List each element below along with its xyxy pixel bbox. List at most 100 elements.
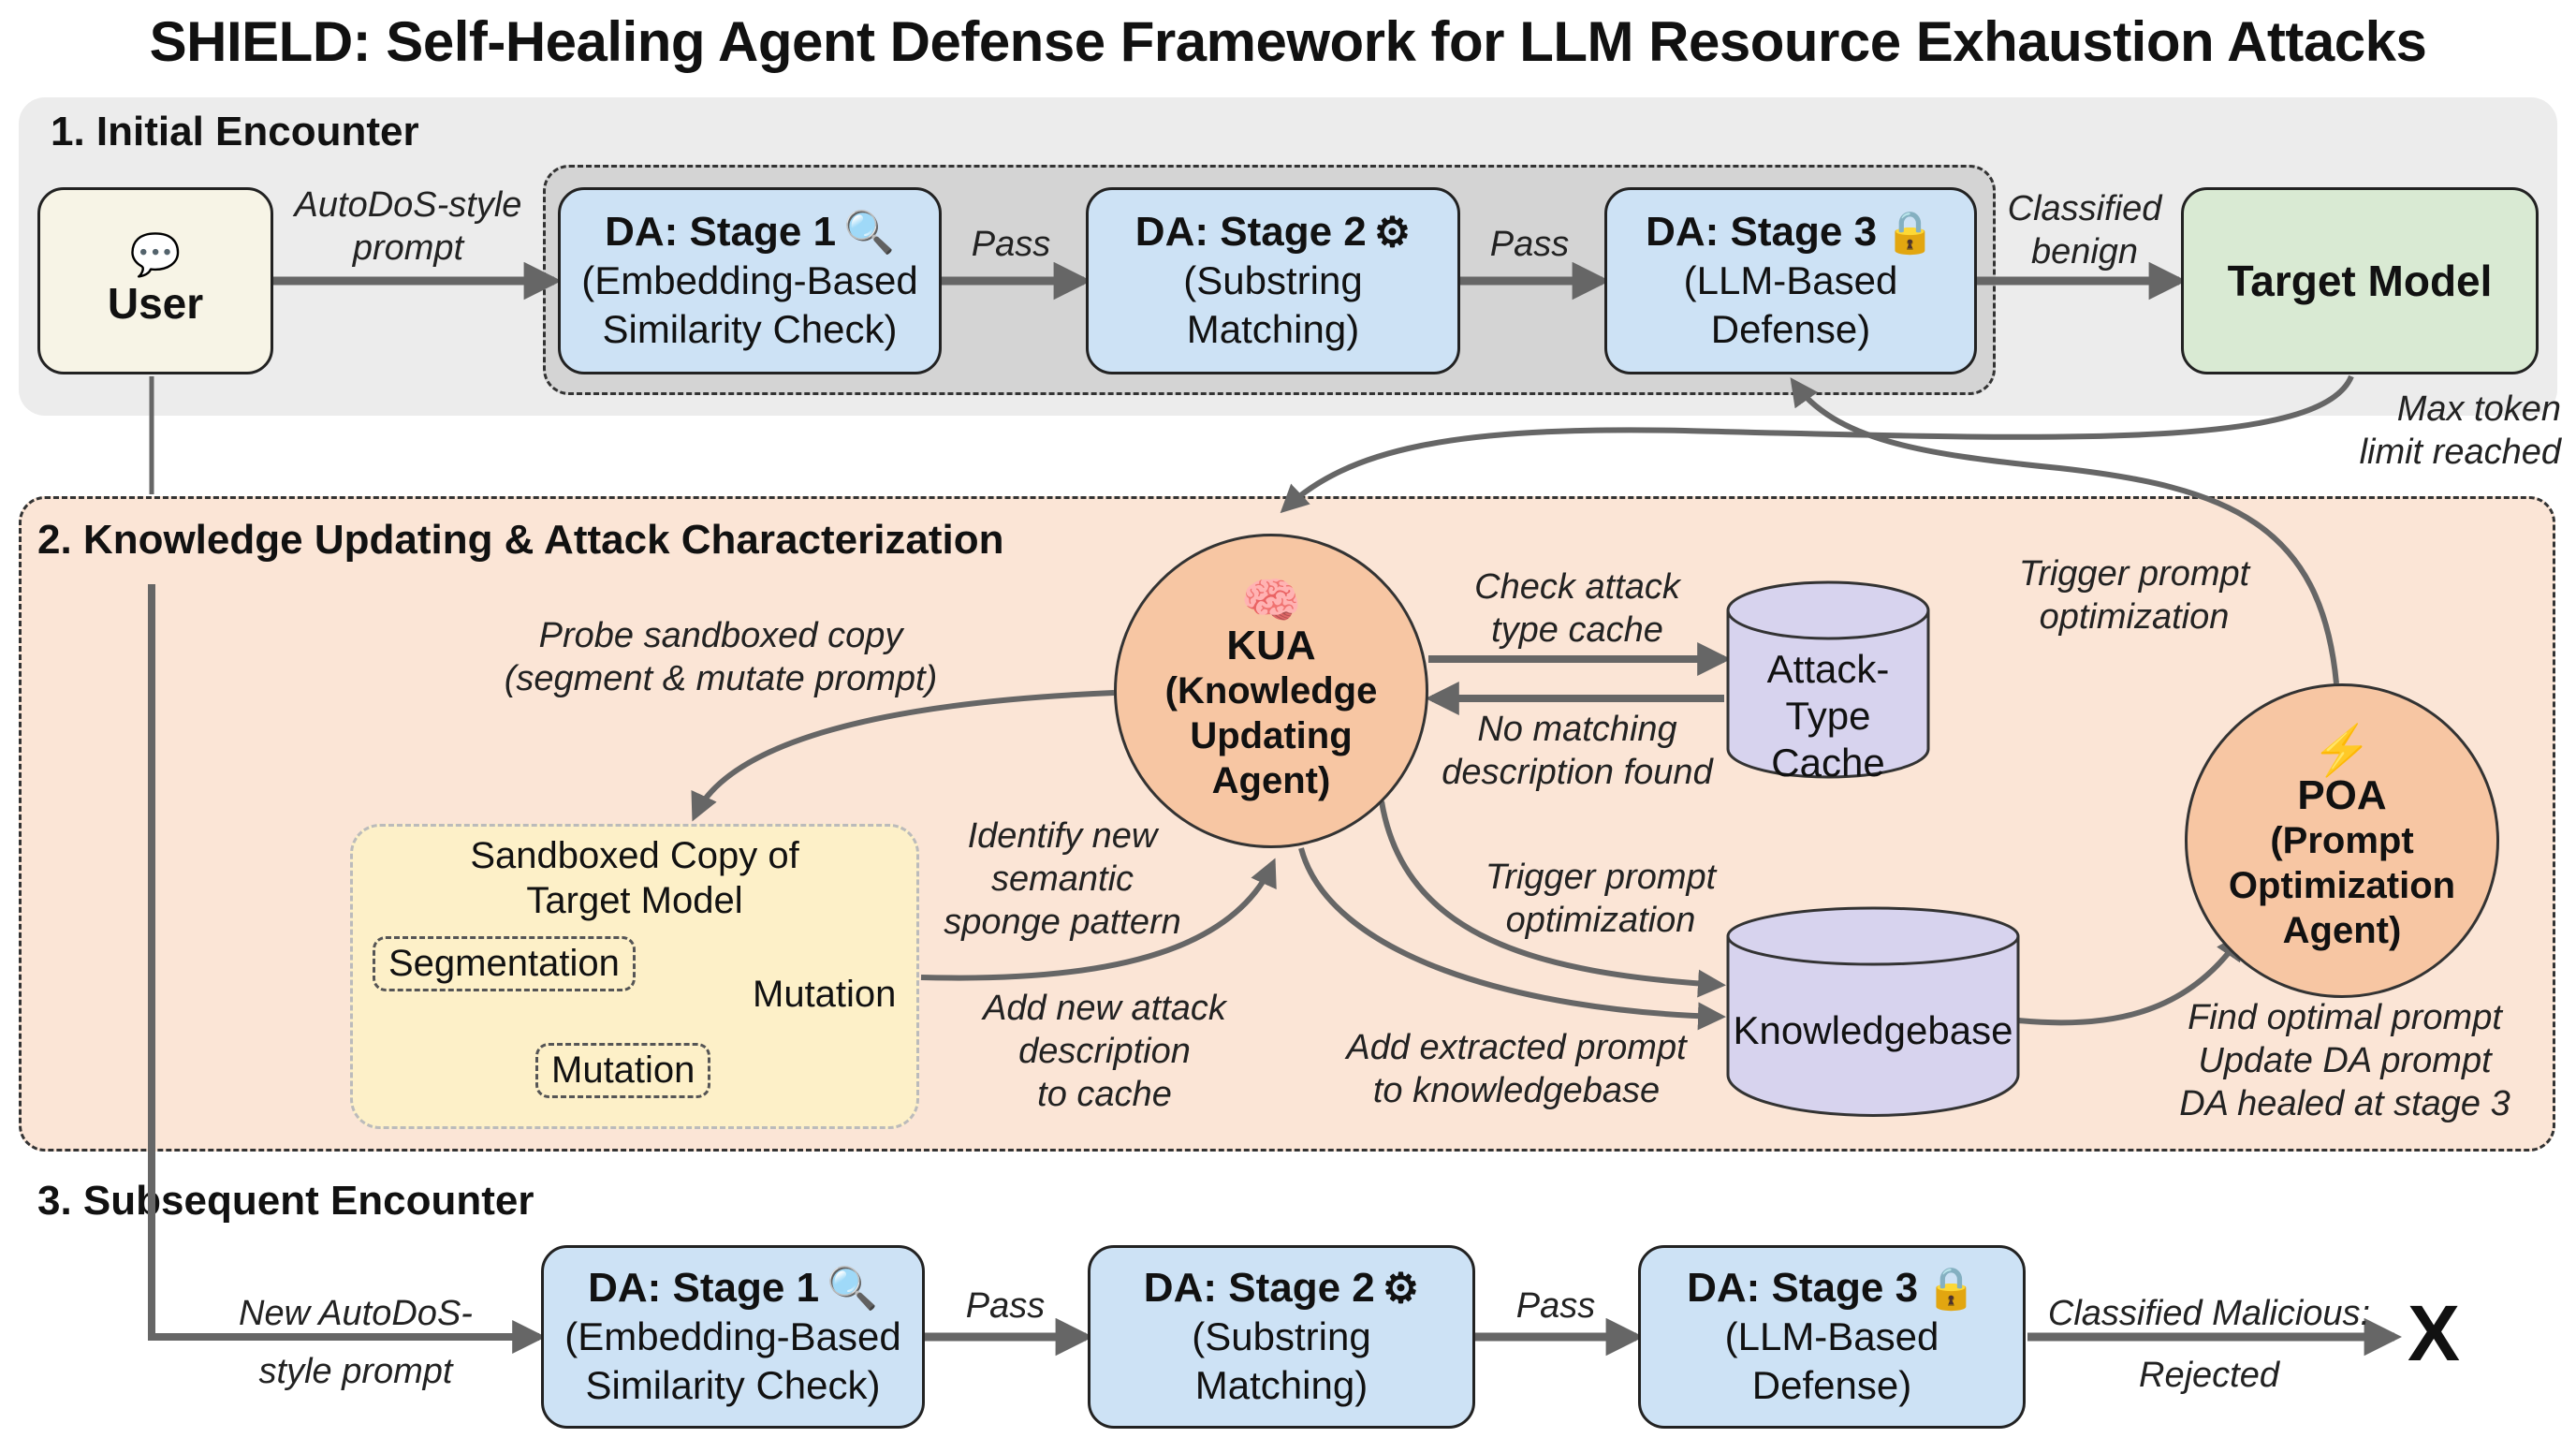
label-line: to cache [1037,1075,1172,1114]
label-line: Target Model [526,880,743,921]
stage-sub: (Embedding-Based [581,258,918,302]
label-poa-output: Find optimal prompt Update DA prompt DA … [2144,996,2546,1125]
user-node: 💬 User [37,187,273,374]
stage-sub: (Substring [1192,1313,1371,1358]
lock-icon: 🔒 [1884,210,1936,256]
attack-type-cache-cylinder [1726,580,1930,779]
da-stage3-subsequent: DA: Stage 3🔒 (LLM-Based Defense) [1638,1245,2026,1429]
label-check-cache: Check attack type cache [1442,565,1713,652]
stage-sub: Matching) [1186,306,1360,351]
stage-header: DA: Stage 1 [605,209,837,255]
section-title-subsequent: 3. Subsequent Encounter [37,1178,534,1224]
label-pass-2: Pass [1489,225,1570,264]
search-icon: 🔍 [827,1266,878,1312]
label-line: prompt [352,228,464,268]
rejected-x-icon: X [2408,1289,2461,1377]
label-line: Identify new [967,816,1158,856]
label-max-token: Max token limit reached [2318,388,2561,474]
stage-header: DA: Stage 1 [588,1265,820,1311]
arrow-kb-to-poa [2017,932,2245,1026]
label-line: optimization [2039,597,2230,637]
label-classified-malicious: Classified Malicious: Rejected [2041,1283,2378,1406]
label-line: Add new attack [983,989,1226,1028]
label-line: Classified Malicious: [2047,1294,2371,1333]
section-title-knowledge: 2. Knowledge Updating & Attack Character… [37,517,1004,563]
mutation-label-a: Mutation [753,974,897,1015]
label-trigger-top: Trigger prompt optimization [1994,552,2275,638]
arrow-target-to-kua [1280,374,2354,514]
stage-sub: (LLM-Based [1724,1314,1939,1358]
label-pass-4: Pass [1515,1286,1596,1326]
brain-icon: 🧠 [1240,574,1302,628]
label-line: Attack-Type [1766,647,1890,738]
segmentation-box: Segmentation [373,936,636,991]
label-line: style prompt [258,1352,453,1391]
label-line: Cache [1771,741,1885,785]
stage-header: DA: Stage 2 [1134,209,1367,255]
poa-label: Agent) [2282,910,2402,951]
label-line: limit reached [2359,433,2561,472]
stage-sub: Matching) [1194,1362,1368,1407]
section-title-initial: 1. Initial Encounter [51,109,419,154]
label-line: semantic [990,859,1134,899]
label-line: New AutoDoS- [239,1294,473,1333]
lock-icon: 🔒 [1925,1266,1977,1312]
label-line: AutoDoS-style [294,185,522,225]
label-line: (segment & mutate prompt) [504,659,938,698]
label-pass-3: Pass [965,1286,1046,1326]
search-icon: 🔍 [843,210,895,256]
label-trigger-mid: Trigger prompt optimization [1460,856,1741,942]
stage-sub: Defense) [1710,307,1871,351]
label-autodos: AutoDoS-style prompt [277,183,539,270]
da-stage2-initial: DA: Stage 2⚙ (Substring Matching) [1086,187,1460,374]
poa-node: ⚡ POA (Prompt Optimization Agent) [2185,683,2499,998]
kua-label: Agent) [1211,760,1331,801]
label-new-autodos: New AutoDoS- style prompt [206,1284,505,1401]
poa-label: POA [2297,772,2387,818]
poa-label: (Prompt [2270,820,2414,861]
label-line: benign [2030,232,2139,271]
diagram-title: SHIELD: Self-Healing Agent Defense Frame… [149,10,2427,73]
da-stage1-subsequent: DA: Stage 1🔍 (Embedding-Based Similarity… [541,1245,925,1429]
target-model-label: Target Model [2227,257,2493,305]
kua-node: 🧠 KUA (Knowledge Updating Agent) [1114,534,1428,848]
poa-label: Optimization [2228,865,2456,906]
sandbox-title: Sandboxed Copy of Target Model [350,833,919,923]
stage-header: DA: Stage 3 [1646,209,1878,255]
label-classified-benign: Classified benign [1996,187,2174,273]
kua-label: (Knowledge [1164,670,1378,712]
arrow-kua-add-to-kb [1298,847,1726,1031]
stage-header: DA: Stage 2 [1143,1265,1375,1311]
label-line: Trigger prompt [1485,858,1717,897]
label-line: Sandboxed Copy of [470,835,799,876]
mutation-box: Mutation [535,1043,711,1098]
label-no-match: No matching description found [1423,708,1732,794]
attack-type-cache-label: Attack-Type Cache [1728,646,1928,786]
label-line: Rejected [2139,1356,2279,1395]
da-stage1-initial: DA: Stage 1🔍 (Embedding-Based Similarity… [558,187,942,374]
arrow-kua-to-sandbox [691,690,1115,822]
da-stage3-initial: DA: Stage 3🔒 (LLM-Based Defense) [1604,187,1977,374]
stage-sub: (Substring [1183,257,1363,302]
label-line: No matching [1477,710,1677,749]
da-stage2-subsequent: DA: Stage 2⚙ (Substring Matching) [1088,1245,1475,1429]
knowledgebase-label: Knowledgebase [1733,1008,2013,1052]
chat-bubble-icon: 💬 [129,232,182,278]
label-line: Trigger prompt [2018,554,2250,594]
stage-sub: (LLM-Based [1683,258,1898,302]
label-identify: Identify new semantic sponge pattern [927,814,1198,944]
stage-sub: Defense) [1751,1363,1912,1407]
arrow-sandbox-to-kua [920,858,1277,981]
label-line: description [1018,1032,1191,1071]
gear-icon: ⚙ [1382,1265,1420,1312]
stage-header: DA: Stage 3 [1687,1265,1919,1311]
label-pass-1: Pass [971,225,1051,264]
label-line: Update DA prompt [2198,1041,2492,1080]
kua-label: Updating [1190,715,1353,756]
user-label: User [107,279,204,328]
label-line: description found [1442,753,1713,792]
label-line: Find optimal prompt [2188,998,2502,1037]
stage-sub: Similarity Check) [585,1363,881,1407]
target-model-node: Target Model [2181,187,2539,374]
gear-icon: ⚙ [1373,209,1412,256]
